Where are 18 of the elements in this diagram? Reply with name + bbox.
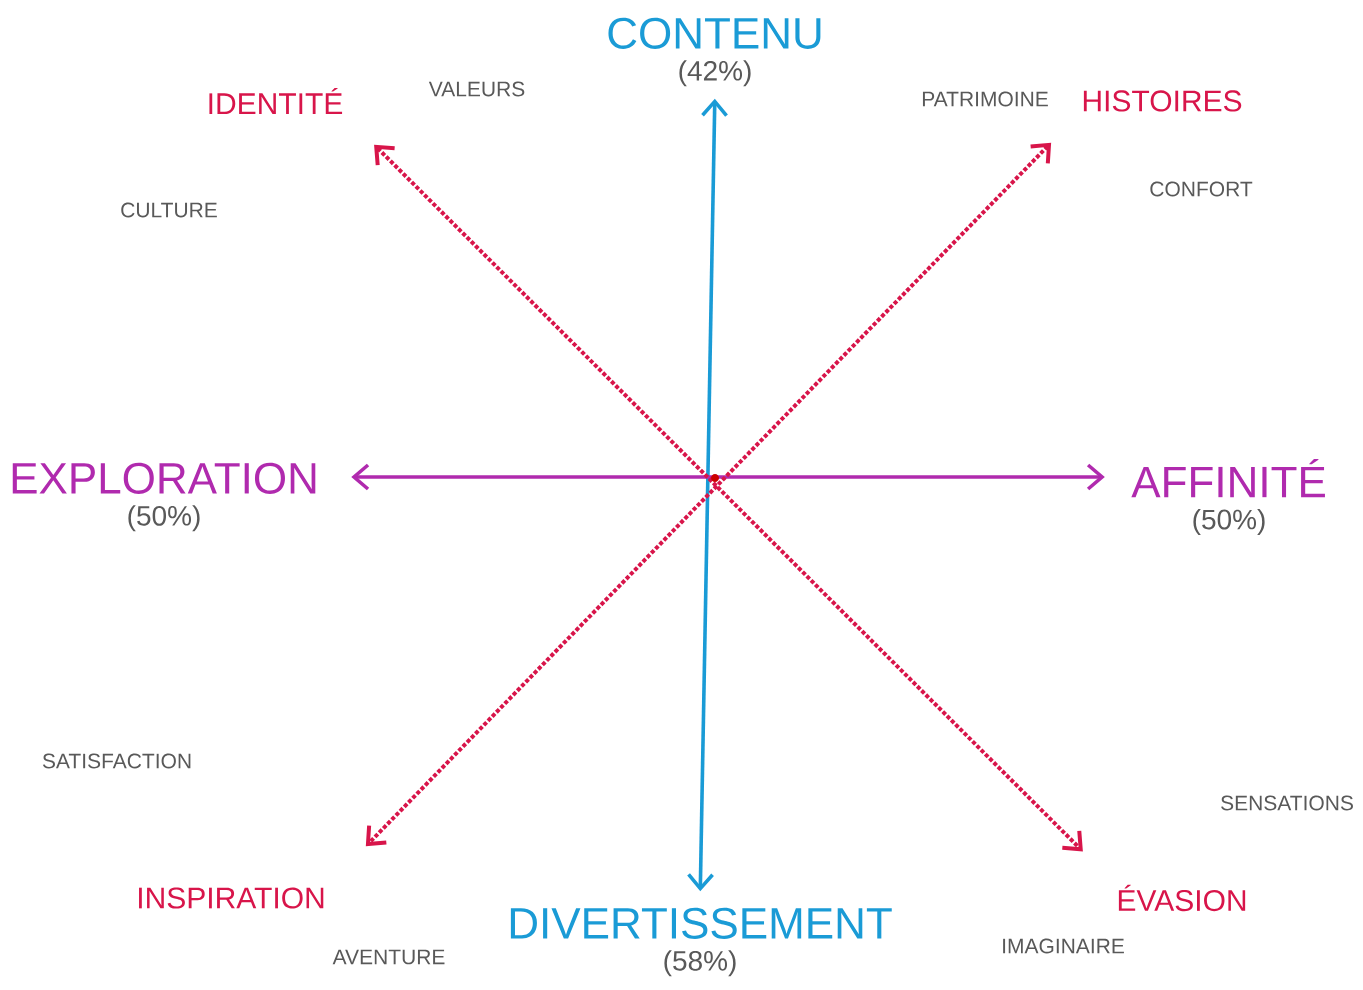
- keyword: CONFORT: [1150, 181, 1253, 197]
- keyword: VALEURS: [428, 81, 525, 97]
- axis-label: CONTENU (42%): [608, 17, 821, 87]
- axis-label: AFFINITÉ (50%): [1131, 459, 1325, 535]
- axis-label: INSPIRATION: [139, 887, 324, 909]
- axis-label: IDENTITÉ: [209, 88, 343, 114]
- arrow: [687, 98, 728, 892]
- axis-label: DIVERTISSEMENT (58%): [510, 907, 892, 977]
- axis-label: HISTOIRES: [1083, 90, 1242, 112]
- keyword: SATISFACTION: [42, 753, 191, 769]
- keyword: CULTURE: [121, 202, 217, 218]
- axis-label: EXPLORATION (50%): [12, 462, 316, 532]
- keyword: IMAGINAIRE: [1003, 938, 1124, 954]
- axis-label: ÉVASION: [1118, 884, 1246, 912]
- keyword: SENSATIONS: [1221, 795, 1353, 811]
- keyword: PATRIMOINE: [922, 91, 1048, 107]
- arrow: [351, 463, 1105, 491]
- keyword: AVENTURE: [332, 949, 445, 965]
